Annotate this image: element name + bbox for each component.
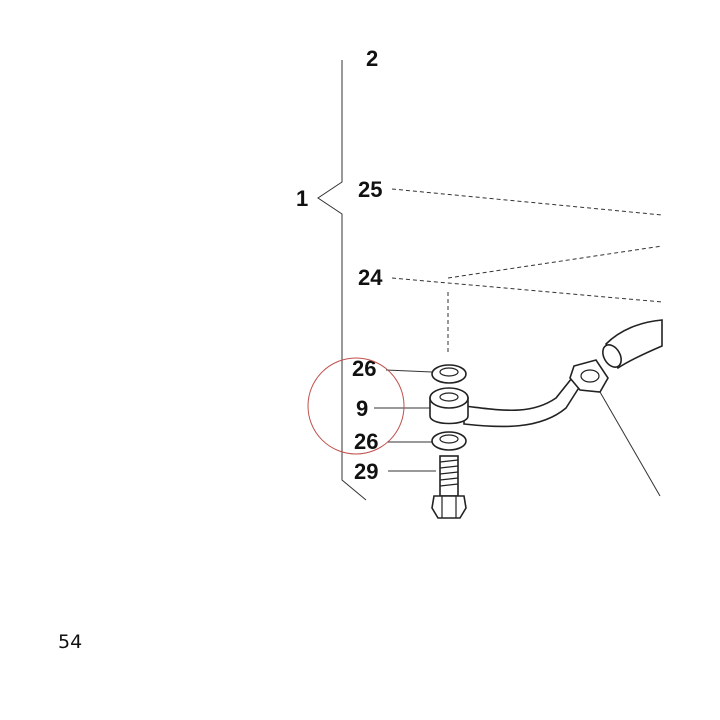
leader-24 [391, 277, 663, 303]
page-number: 54 [58, 631, 82, 653]
callout-26-top: 26 [352, 356, 376, 381]
highlight-circle [307, 357, 405, 455]
callout-9: 9 [356, 396, 368, 421]
leader-nut [599, 391, 661, 497]
leader-24-upper [447, 245, 663, 279]
group-bracket [317, 60, 367, 501]
hose-stub [602, 319, 663, 370]
washer-bottom [431, 431, 467, 451]
callout-29: 29 [354, 459, 378, 484]
group-label: 1 [296, 186, 308, 211]
callout-24: 24 [358, 265, 383, 290]
callout-25: 25 [358, 177, 382, 202]
banjo-fitting [429, 376, 582, 428]
leader-25 [391, 188, 663, 216]
banjo-bolt [431, 455, 467, 519]
pipe-end-nut [569, 359, 661, 497]
top-cut-label: 2 [366, 46, 378, 71]
callout-26-bottom: 26 [354, 429, 378, 454]
leader-26-top [385, 369, 433, 373]
washer-top [431, 364, 467, 384]
